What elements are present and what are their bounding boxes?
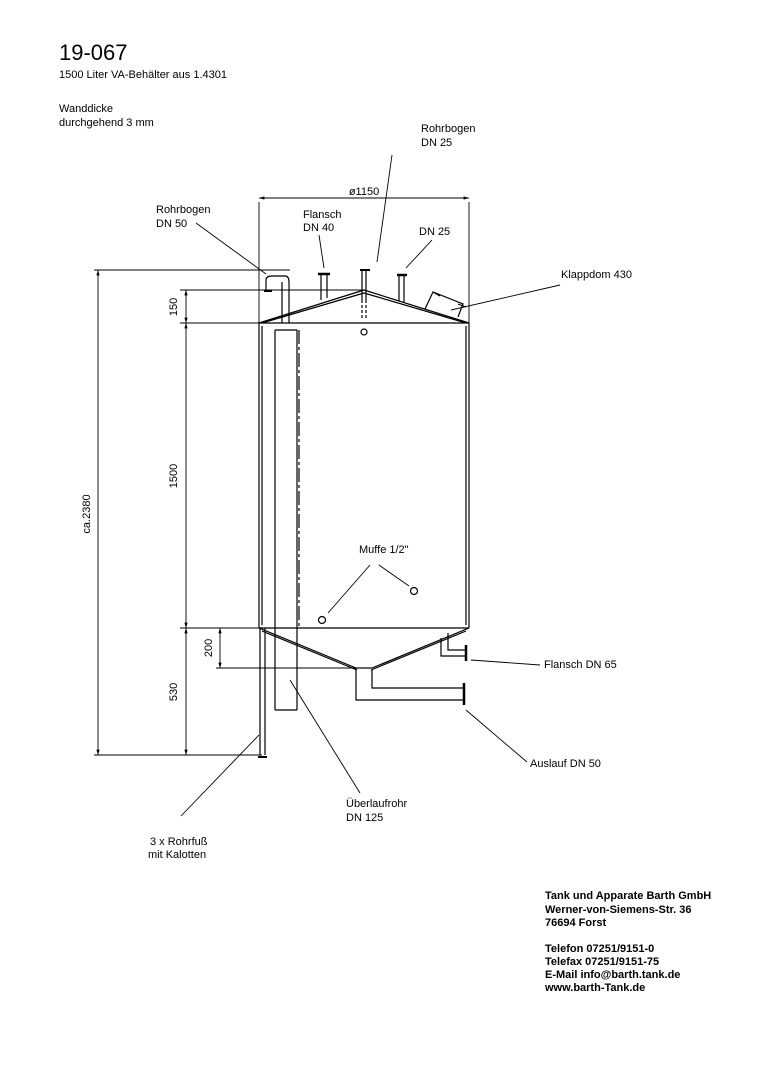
rohrfuss-label-line2: mit Kalotten [148,849,206,861]
pipe-foot [258,628,267,758]
flansch-dn40-label-line2: DN 40 [303,222,334,234]
cone-height-dimension: 200 [203,639,215,657]
overflow-pipe [274,329,300,711]
company-street: Werner-von-Siemens-Str. 36 [545,904,692,916]
body-height-dimension: 1500 [168,464,180,488]
diameter-dimension: ø1150 [349,186,379,198]
top-cone [258,289,470,324]
company-city: 76694 Forst [545,917,607,929]
overall-height-dimension: ca.2380 [81,494,93,533]
ueberlaufrohr-label-line1: Überlaufrohr [346,798,407,810]
bottom-height-dimension: 530 [168,683,180,701]
rohrbogen-dn25-label-line2: DN 25 [421,137,452,149]
flansch-dn65-label: Flansch DN 65 [544,659,617,671]
muffe-label: Muffe 1/2" [359,544,409,556]
rohrbogen-dn50-fitting [264,275,290,323]
leader-lines [180,154,561,817]
bottom-cone [258,627,470,671]
rohrbogen-dn50-label-line1: Rohrbogen [156,204,210,216]
outlet-pipe [355,668,466,705]
flansch-dn40-label-line1: Flansch [303,209,342,221]
top-cone-dimension: 150 [168,298,180,316]
dimension-lines [94,196,470,756]
rohrbogen-dn25-label-line1: Rohrbogen [421,123,475,135]
flange-dn65 [440,633,468,661]
company-fax: Telefax 07251/9151-75 [545,956,660,968]
dn25-label: DN 25 [419,226,450,238]
rohrbogen-dn50-label-line2: DN 50 [156,218,187,230]
muffe-sockets [317,586,419,625]
company-phone: Telefon 07251/9151-0 [545,943,655,955]
company-email: E-Mail info@barth.tank.de [545,969,681,981]
klappdom-label: Klappdom 430 [561,269,632,281]
rohrfuss-label-line1: 3 x Rohrfuß [150,836,208,848]
ueberlaufrohr-label-line2: DN 125 [346,812,383,824]
wall-thickness-label: Wanddicke [59,103,114,115]
company-website: www.barth-Tank.de [545,982,646,994]
dn25-socket-fitting [397,273,407,302]
rohrbogen-dn25-fitting [360,269,370,336]
drawing-number: 19-067 [59,40,128,65]
tank-shell [258,322,470,629]
wall-thickness-value: durchgehend 3 mm [59,117,154,129]
auslauf-label: Auslauf DN 50 [530,758,601,770]
drawing-subtitle: 1500 Liter VA-Behälter aus 1.4301 [59,69,227,81]
flansch-dn40-fitting [318,272,330,300]
company-name: Tank und Apparate Barth GmbH [545,890,712,902]
